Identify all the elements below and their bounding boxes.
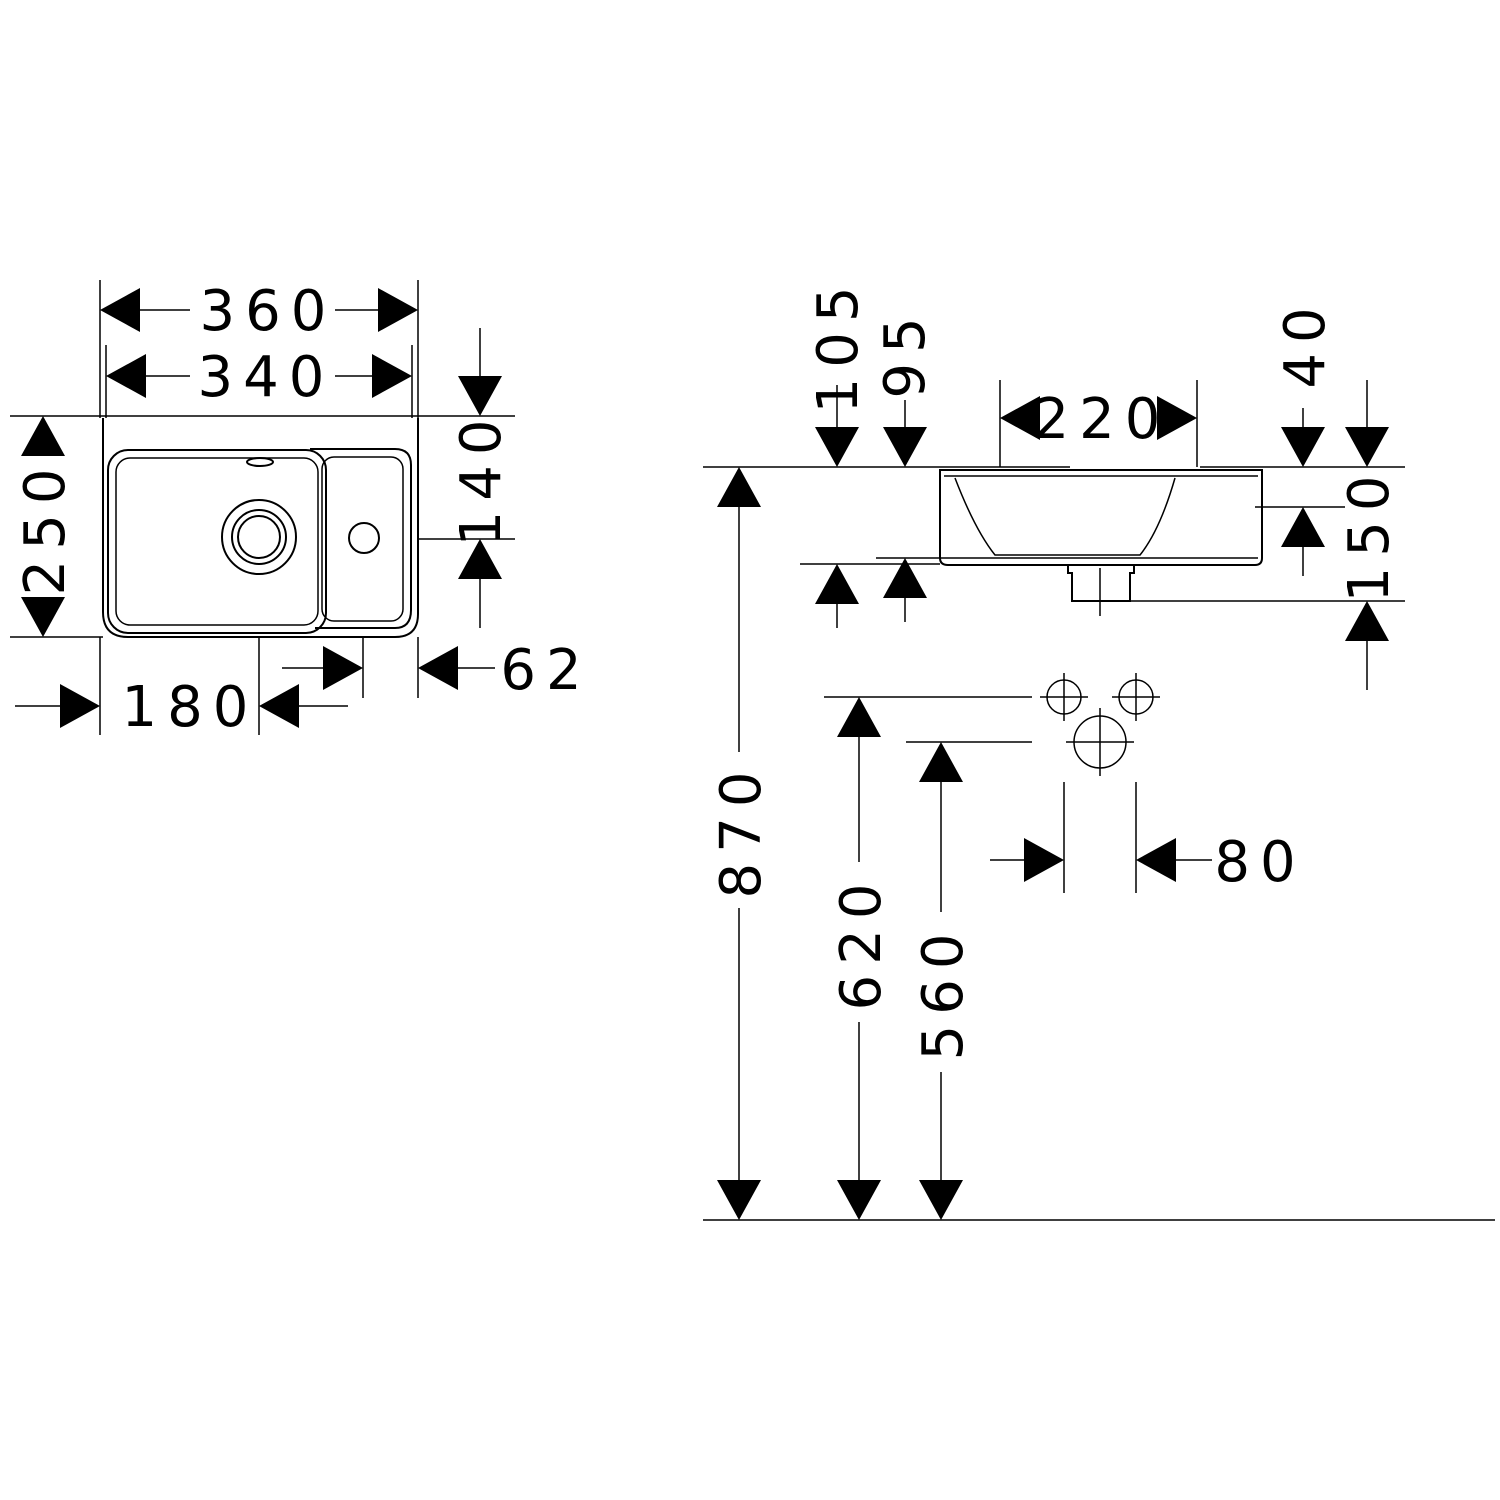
dim-180: 180	[122, 675, 259, 740]
arrow-down	[717, 1180, 761, 1220]
arrow-left	[1000, 396, 1040, 440]
dim-620: 620	[829, 874, 894, 1011]
dim-870: 870	[709, 762, 774, 899]
arrow-up	[717, 467, 761, 507]
arrow-down	[919, 1180, 963, 1220]
arrow-right	[323, 646, 363, 690]
arrow-right	[378, 288, 418, 332]
bowl-curve	[954, 477, 1176, 556]
dim-150: 150	[1337, 466, 1402, 603]
arrow-down	[21, 597, 65, 637]
arrow-left	[100, 288, 140, 332]
dim-140: 140	[449, 410, 514, 547]
connection-symbols	[1040, 673, 1160, 776]
arrow-left	[418, 646, 458, 690]
arrow-up	[815, 564, 859, 604]
arrow-up	[919, 742, 963, 782]
bowl-inner-outline	[115, 457, 319, 626]
drain-inner	[237, 515, 281, 559]
arrow-down	[1345, 427, 1389, 467]
arrow-right	[1157, 396, 1197, 440]
side-view: 105 95 220 40 150 870 620	[703, 277, 1495, 1221]
waste-outlet	[1067, 565, 1135, 602]
arrow-left	[259, 684, 299, 728]
dim-62: 62	[500, 638, 591, 703]
arrow-up	[883, 558, 927, 598]
arrow-up	[1281, 507, 1325, 547]
drain-outer	[221, 499, 297, 575]
dim-40: 40	[1273, 297, 1338, 388]
basin-outline-top	[102, 418, 419, 638]
arrow-down	[1281, 427, 1325, 467]
arrow-left	[106, 354, 146, 398]
dim-360: 360	[200, 279, 337, 344]
top-view: 360 340 250 140 180 62	[10, 279, 591, 740]
basin-outline-side	[939, 469, 1263, 566]
arrow-down	[883, 427, 927, 467]
tap-hole	[348, 522, 380, 554]
arrow-right	[372, 354, 412, 398]
arrow-left	[1136, 838, 1176, 882]
arrow-down	[815, 427, 859, 467]
tap-deck-outline	[310, 448, 412, 629]
dim-105: 105	[806, 277, 871, 414]
arrow-down	[458, 376, 502, 416]
dim-560: 560	[911, 924, 976, 1061]
arrow-down	[837, 1180, 881, 1220]
dim-220: 220	[1034, 387, 1171, 452]
overflow-slot	[246, 457, 274, 467]
drain-mid	[231, 509, 287, 565]
dim-95: 95	[873, 307, 938, 398]
arrow-right	[60, 684, 100, 728]
arrow-up	[21, 416, 65, 456]
dim-80: 80	[1214, 830, 1305, 895]
arrow-up	[1345, 601, 1389, 641]
bowl-outline	[107, 449, 327, 634]
dim-340: 340	[198, 345, 335, 410]
arrow-right	[1024, 838, 1064, 882]
arrow-up	[458, 539, 502, 579]
arrow-up	[837, 697, 881, 737]
tap-deck-inner	[321, 456, 404, 622]
dim-250: 250	[13, 459, 78, 596]
